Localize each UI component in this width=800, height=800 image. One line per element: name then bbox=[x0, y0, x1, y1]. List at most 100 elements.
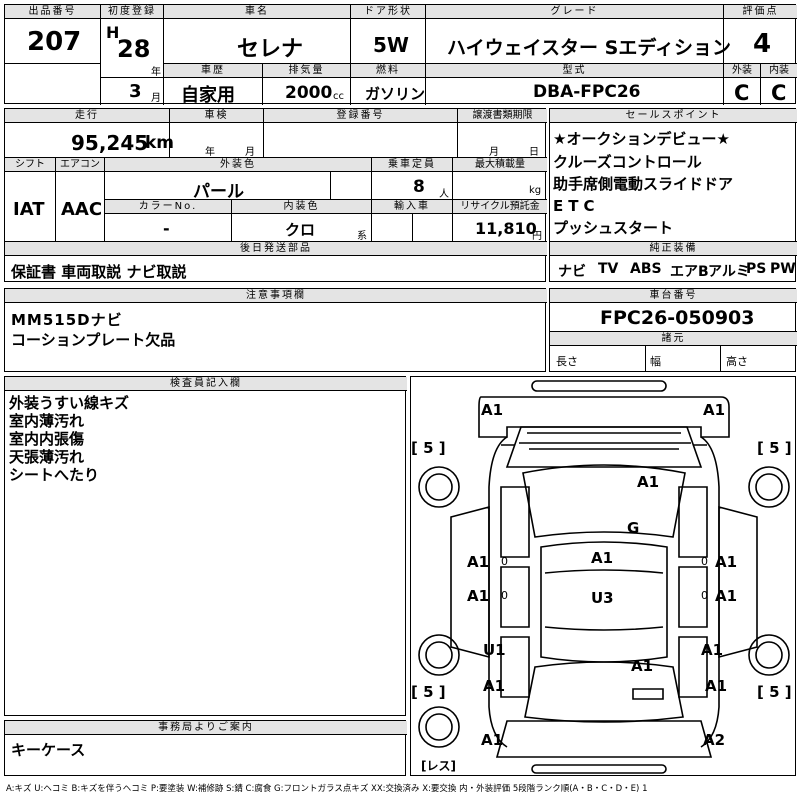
sales-points-label: セールスポイント bbox=[550, 109, 797, 123]
equipment-item: ABS bbox=[630, 261, 662, 277]
transfer-month-unit: 月 bbox=[489, 147, 499, 158]
inspection-month-unit: 月 bbox=[245, 147, 255, 158]
color-no: - bbox=[163, 219, 170, 238]
recycle: 11,810 bbox=[475, 219, 537, 238]
spec-height: 高さ bbox=[726, 355, 748, 368]
lot-no: 207 bbox=[27, 27, 82, 57]
car-diagram: A1 A1 A1 G A1 A1 A1 A1 U3 A1 A1 U1 A1 A1… bbox=[410, 376, 796, 776]
mileage: 95,245 bbox=[71, 131, 149, 155]
sales-point-item: クルーズコントロール bbox=[553, 153, 702, 171]
ext-grade-label: 外装 bbox=[724, 64, 760, 78]
ac: AAC bbox=[61, 199, 103, 220]
notes-line: MM515Dナビ bbox=[11, 311, 123, 329]
office-text: キーケース bbox=[11, 741, 86, 759]
damage-mark: A1 bbox=[637, 473, 660, 491]
inspector-line: 室内内張傷 bbox=[9, 430, 85, 448]
damage-mark: A1 bbox=[715, 587, 738, 605]
recycle-unit: 円 bbox=[532, 231, 542, 242]
damage-mark: A1 bbox=[701, 641, 724, 659]
office-section: 事務局よりご案内 キーケース bbox=[4, 720, 407, 776]
lot-no-label: 出品番号 bbox=[5, 5, 100, 19]
import-label: 輸入車 bbox=[372, 200, 452, 214]
tire-depth: [ 5 ] bbox=[757, 439, 792, 457]
ext-grade: C bbox=[734, 81, 750, 105]
panel-zero: 0 bbox=[501, 589, 508, 602]
damage-mark: A1 bbox=[481, 401, 504, 419]
int-color-label: 内装色 bbox=[232, 200, 371, 214]
equipment-item: PW bbox=[770, 261, 796, 277]
damage-mark: U3 bbox=[591, 589, 614, 607]
shift-label: シフト bbox=[5, 158, 55, 172]
color-no-label: カラーNo. bbox=[105, 200, 231, 214]
model: DBA-FPC26 bbox=[533, 82, 641, 102]
month-unit: 月 bbox=[151, 93, 161, 104]
equipment-label: 純正装備 bbox=[550, 242, 797, 256]
ac-label: エアコン bbox=[56, 158, 104, 172]
displacement: 2000 bbox=[285, 83, 333, 103]
recycle-label: リサイクル預託金 bbox=[453, 200, 547, 214]
sales-point-item: ★オークションデビュー★ bbox=[553, 130, 730, 148]
inspection-year-unit: 年 bbox=[205, 147, 215, 158]
header-section: 出品番号 207 初度登録 H 28 年 3 月 車名 セレナ ドア形状 5W … bbox=[4, 4, 797, 106]
first-reg-label: 初度登録 bbox=[101, 5, 163, 19]
equipment-item: TV bbox=[598, 261, 619, 277]
int-color: クロ bbox=[285, 221, 316, 239]
chassis-number: FPC26-050903 bbox=[600, 307, 755, 329]
later-parts-label: 後日発送部品 bbox=[5, 242, 547, 256]
displacement-label: 排気量 bbox=[263, 64, 350, 78]
inspector-label: 検査員記入欄 bbox=[5, 377, 407, 391]
damage-mark: G bbox=[627, 519, 640, 537]
chassis-section: 車台番号 FPC26-050903 諸元 長さ 幅 高さ bbox=[549, 288, 797, 372]
damage-mark: A2 bbox=[703, 731, 726, 749]
panel-zero: 0 bbox=[701, 555, 708, 568]
history: 自家用 bbox=[181, 85, 235, 106]
seats-unit: 人 bbox=[439, 189, 449, 200]
score: 4 bbox=[753, 29, 772, 59]
inspector-line: 室内薄汚れ bbox=[9, 412, 85, 430]
int-grade-label: 内装 bbox=[761, 64, 797, 78]
equipment-item: PS bbox=[746, 261, 767, 277]
legend: A:キズ U:ヘコミ B:キズを伴うヘコミ P:要塗装 W:補修跡 S:錆 C:… bbox=[6, 784, 648, 794]
tire-depth: [ 5 ] bbox=[411, 683, 446, 701]
year-unit: 年 bbox=[151, 67, 161, 78]
damage-mark: A1 bbox=[481, 731, 504, 749]
notes-section: 注意事項欄 MM515Dナビ コーションプレート欠品 bbox=[4, 288, 547, 372]
tire-depth: [ 5 ] bbox=[757, 683, 792, 701]
equipment-item: アルミ bbox=[708, 264, 750, 280]
int-color-unit: 系 bbox=[357, 231, 367, 242]
chassis-label: 車台番号 bbox=[550, 289, 797, 303]
car-name: セレナ bbox=[237, 37, 304, 62]
specs-label: 諸元 bbox=[550, 332, 797, 346]
damage-mark: A1 bbox=[467, 587, 490, 605]
load-label: 最大積載量 bbox=[453, 158, 547, 172]
fuel: ガソリン bbox=[365, 85, 426, 103]
seats: 8 bbox=[413, 177, 425, 197]
damage-mark: A1 bbox=[715, 553, 738, 571]
car-name-label: 車名 bbox=[164, 5, 350, 19]
sales-points: セールスポイント ★オークションデビュー★ クルーズコントロール 助手席側電動ス… bbox=[549, 108, 797, 282]
era: H bbox=[106, 23, 120, 42]
grade: ハイウェイスター Sエディション bbox=[447, 37, 732, 59]
car-outline-icon bbox=[418, 380, 790, 774]
damage-mark: A1 bbox=[705, 677, 728, 695]
spec-width: 幅 bbox=[650, 355, 661, 368]
notes-label: 注意事項欄 bbox=[5, 289, 547, 303]
transfer-label: 譲渡書類期限 bbox=[458, 109, 547, 123]
score-label: 評価点 bbox=[724, 5, 797, 19]
sales-point-item: プッシュスタート bbox=[553, 219, 674, 237]
panel-zero: 0 bbox=[501, 555, 508, 568]
door-label: ドア形状 bbox=[351, 5, 425, 19]
mileage-unit: km bbox=[145, 133, 175, 153]
spec-length: 長さ bbox=[556, 355, 578, 368]
sales-point-item: ETC bbox=[553, 197, 600, 215]
load-unit: kg bbox=[529, 185, 542, 196]
inspector-section: 検査員記入欄 外装うすい線キズ 室内薄汚れ 室内内張傷 天張薄汚れ シートへたり bbox=[4, 376, 407, 716]
color: パール bbox=[193, 182, 244, 202]
equipment-item: エアB bbox=[670, 264, 709, 280]
later-parts: 保証書 車両取説 ナビ取説 bbox=[11, 263, 187, 281]
inspection-label: 車検 bbox=[170, 109, 263, 123]
mileage-label: 走行 bbox=[5, 109, 169, 123]
fuel-label: 燃料 bbox=[351, 64, 425, 78]
damage-mark: A1 bbox=[591, 549, 614, 567]
sales-point-item: 助手席側電動スライドドア bbox=[553, 175, 734, 193]
